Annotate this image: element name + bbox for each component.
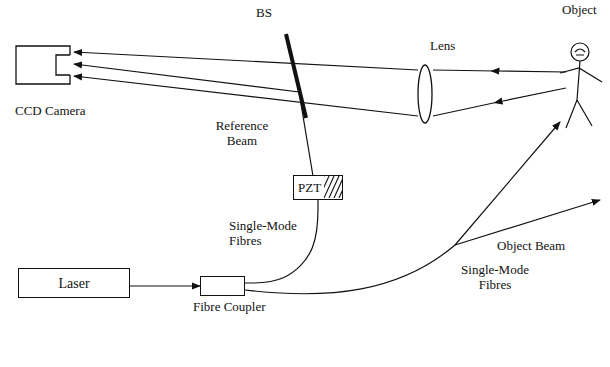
object-ray	[433, 70, 566, 72]
pzt-actuator: PZT	[293, 175, 343, 200]
beam-arrow	[130, 285, 200, 286]
image-ray	[74, 52, 418, 70]
hatch-line	[339, 176, 342, 198]
fibre-coupler: Fibre Coupler	[200, 276, 245, 296]
beam-splitter	[286, 34, 306, 118]
pzt-hatching	[324, 176, 342, 198]
beam-label: Reference Beam	[207, 118, 277, 148]
part-label: Lens	[430, 38, 455, 53]
part-label: BS	[256, 5, 272, 20]
node-text: CCD Camera	[15, 103, 71, 118]
object-fibre	[245, 245, 455, 294]
part-label: Object	[562, 2, 597, 17]
node-text: Fibre Coupler	[193, 299, 236, 314]
camera-body	[16, 46, 70, 84]
hatch-line	[324, 176, 329, 198]
hatch-line	[329, 176, 339, 198]
lens	[418, 65, 432, 123]
object-ray	[433, 88, 566, 116]
beam-label: Object Beam	[497, 238, 565, 253]
ccd-camera: CCD Camera	[15, 45, 71, 85]
reference-beam	[74, 64, 313, 176]
camera-outline	[15, 45, 71, 85]
object-face	[575, 49, 585, 55]
fibre-label: Single-Mode Fibres	[455, 262, 535, 292]
node-text: Laser	[58, 276, 89, 291]
hatch-line	[324, 176, 334, 198]
object-head	[571, 43, 589, 61]
object-beam-ray	[455, 122, 560, 245]
laser-box: Laser	[18, 268, 130, 298]
object-figure	[560, 61, 602, 128]
image-ray	[74, 76, 418, 116]
fibre-label: Single-Mode Fibres	[229, 218, 309, 248]
node-text: PZT	[298, 180, 321, 195]
